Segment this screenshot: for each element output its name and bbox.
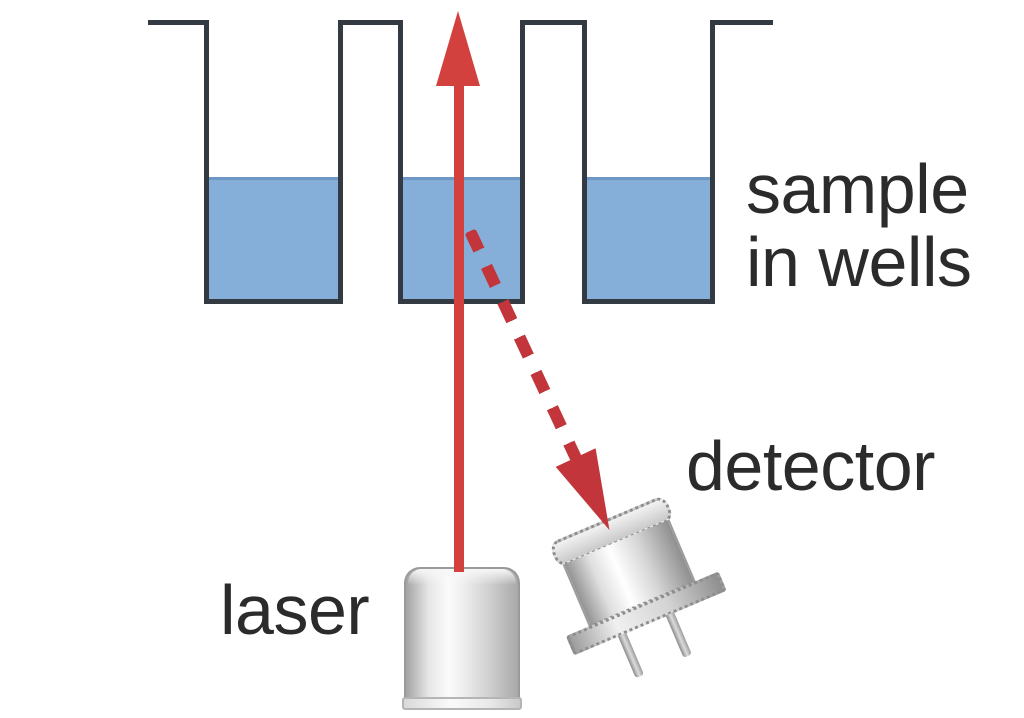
plate-bridge-1 <box>338 20 403 25</box>
detector-pin-1 <box>617 632 645 679</box>
laser-beam-shaft <box>454 80 464 572</box>
detector-device <box>522 471 748 701</box>
well1-bottom <box>204 299 343 304</box>
label-laser: laser <box>220 571 370 649</box>
laser-cylinder <box>404 567 520 699</box>
laser-beam-arrowhead-icon <box>436 11 480 86</box>
plate-bridge-2 <box>520 20 587 25</box>
plate-rail-right <box>710 20 773 25</box>
well1-sample-liquid <box>209 177 338 299</box>
plate-rail-left <box>148 20 209 25</box>
detector-pin-2 <box>665 612 692 658</box>
well2-right-wall <box>520 20 525 304</box>
well3-bottom <box>582 299 715 304</box>
well3-right-wall <box>710 20 715 304</box>
laser-cylinder-top-highlight <box>408 569 516 585</box>
well2-left-wall <box>398 20 403 304</box>
label-sample-line2: in wells <box>746 223 972 301</box>
label-detector: detector <box>686 427 935 505</box>
label-sample-line1: sample <box>746 150 969 228</box>
label-sample-in-wells: sample in wells <box>746 153 972 299</box>
laser-cylinder-base-rim <box>402 697 522 710</box>
well3-left-wall <box>582 20 587 304</box>
well1-left-wall <box>204 20 209 304</box>
well1-right-wall <box>338 20 343 304</box>
well3-sample-liquid <box>587 177 710 299</box>
